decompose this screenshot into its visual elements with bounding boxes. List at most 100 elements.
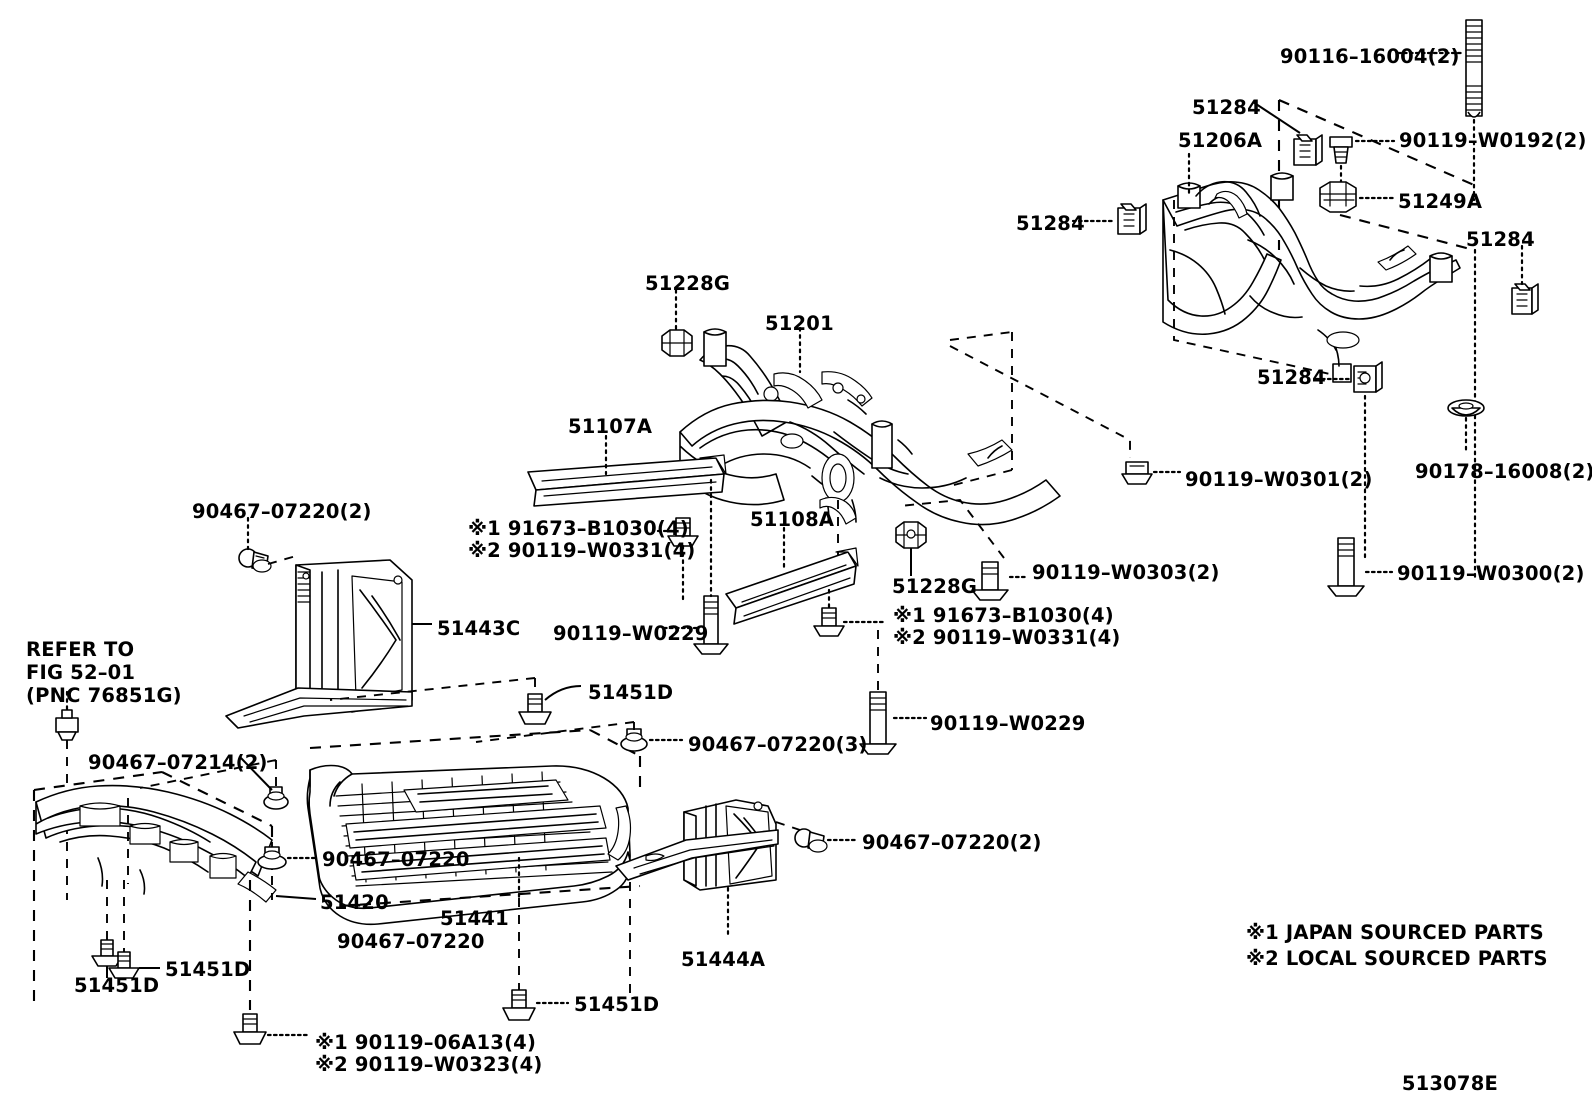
part-label-51284_c: 51284 <box>1466 228 1535 251</box>
part-label-90116_16004: 90116–16004(2) <box>1280 45 1460 68</box>
part-label-51284_d: 51284 <box>1257 366 1326 389</box>
part-label-90119_w0303: 90119–W0303(2) <box>1032 561 1220 584</box>
part-label-90467_07220_2b: 90467–07220(2) <box>862 831 1042 854</box>
part-90119-06a13-bolt <box>233 1013 267 1045</box>
part-51444a-cover <box>615 799 779 891</box>
part-label-51451d_mid: 51451D <box>165 958 251 981</box>
part-label-90467_07220_2a: 90467–07220(2) <box>192 500 372 523</box>
part-label-51451d_top: 51451D <box>588 681 674 704</box>
part-label-51284_b: 51284 <box>1016 212 1085 235</box>
part-90467-07220-clip-e <box>794 828 828 853</box>
part-90119-w0229-bolt-a <box>693 595 729 655</box>
assembly-dash-mid <box>1339 213 1475 252</box>
part-label-51443c: 51443C <box>437 617 521 640</box>
part-label-legend2: ※2 LOCAL SOURCED PARTS <box>1246 947 1548 970</box>
part-label-legend1: ※1 JAPAN SOURCED PARTS <box>1246 921 1544 944</box>
part-label-51249a: 51249A <box>1398 190 1483 213</box>
align-51451d-pair <box>106 880 125 952</box>
part-label-star_w0331_2: ※2 90119–W0331(4) <box>893 626 1121 649</box>
part-51108a-rail <box>725 547 859 625</box>
part-label-90119_w0229_b: 90119–W0229 <box>930 712 1086 735</box>
assembly-dash-left <box>1173 200 1331 375</box>
part-label-90467_07220_c: 90467–07220 <box>322 848 470 871</box>
part-label-51206a: 51206A <box>1178 129 1263 152</box>
part-51451d-bolt-c <box>518 693 552 725</box>
part-label-51228g_top: 51228G <box>645 272 731 295</box>
part-90119-w0303-bolt <box>971 561 1009 601</box>
assembly-dash-w0301 <box>949 345 1131 458</box>
part-label-90119_w0192: 90119–W0192(2) <box>1399 129 1587 152</box>
part-51420-reinforcement <box>35 784 277 903</box>
part-51451d-bolt-b <box>108 951 140 979</box>
part-label-refer3: (PNC 76851G) <box>26 684 182 707</box>
assembly-dash-w0303 <box>899 499 1005 559</box>
part-label-51444a: 51444A <box>681 948 766 971</box>
part-90119-w0229-bolt-b <box>859 691 897 755</box>
part-90178-16008-grommet <box>1447 399 1485 417</box>
dash-51444a <box>775 821 801 831</box>
part-label-refer1: REFER TO <box>26 638 135 661</box>
part-51451d-bolt-a <box>91 939 123 967</box>
part-label-90467_07220_d: 90467–07220 <box>337 930 485 953</box>
part-51451d-bolt-d <box>502 989 536 1021</box>
part-90119-w0300-bolt <box>1327 537 1365 597</box>
part-label-51451d_low: 51451D <box>74 974 160 997</box>
part-label-51108a: 51108A <box>750 508 835 531</box>
assembly-dash-51420 <box>127 798 273 900</box>
part-label-90467_07220_3: 90467–07220(3) <box>688 733 868 756</box>
part-label-51420: 51420 <box>320 891 389 914</box>
part-51284-clip-d <box>1353 361 1383 393</box>
part-90119-w0192-bolt <box>1329 136 1353 164</box>
part-label-51441: 51441 <box>440 907 509 930</box>
part-51249a-nut <box>1319 181 1357 213</box>
part-90116-16004-stud <box>1465 19 1483 118</box>
part-label-51451d_bot: 51451D <box>574 993 660 1016</box>
part-label-90119_w0300: 90119–W0300(2) <box>1397 562 1585 585</box>
part-51206a-crossmember <box>1162 172 1461 383</box>
part-91673-b1030-bolt-b <box>813 607 845 637</box>
part-label-90467_07214: 90467–07214(2) <box>88 751 268 774</box>
part-51228g-nut-top <box>661 329 693 357</box>
assembly-dash-07214 <box>139 759 277 790</box>
part-label-star_b1030_2: ※1 91673–B1030(4) <box>893 604 1114 627</box>
part-label-star_w0323: ※2 90119–W0323(4) <box>315 1053 543 1076</box>
part-label-star_b1030_1: ※1 91673–B1030(4) <box>468 517 689 540</box>
part-51201-crossmember <box>679 328 1061 526</box>
part-90119-w0301-bolt <box>1121 461 1153 485</box>
part-90467-07220-clip-d <box>620 728 648 752</box>
part-91673-b1030-bolt-a <box>667 517 699 547</box>
part-label-star_06a13: ※1 90119–06A13(4) <box>315 1031 537 1054</box>
part-51107a-rail <box>527 454 727 507</box>
assembly-dash-51443c <box>267 555 297 565</box>
leader-51451d-c <box>544 685 582 701</box>
leader-90467-07214 <box>239 756 273 791</box>
part-51284-clip-b <box>1117 203 1147 235</box>
part-refer-clip <box>55 709 79 741</box>
dash-51441-bottom <box>339 884 641 908</box>
dash-51420-box <box>32 770 274 1010</box>
part-label-90119_w0301: 90119–W0301(2) <box>1185 468 1373 491</box>
part-label-51228g_mid: 51228G <box>892 575 978 598</box>
part-label-star_w0331_1: ※2 90119–W0331(4) <box>468 539 696 562</box>
part-label-90178_16008: 90178–16008(2) <box>1415 460 1592 483</box>
part-90467-07220-clip-a <box>238 548 272 573</box>
part-51228g-nut-mid <box>895 521 927 549</box>
part-label-90119_w0229_a: 90119–W0229 <box>553 622 709 645</box>
dash-51451d-c <box>329 677 536 701</box>
part-label-51107a: 51107A <box>568 415 653 438</box>
assembly-dash-top <box>1277 99 1475 250</box>
part-51443c-cover <box>225 559 413 729</box>
part-51284-clip-c <box>1511 283 1539 315</box>
part-51284-clip-a <box>1293 134 1323 166</box>
leader-51420 <box>275 895 317 900</box>
assembly-dash-51201-right <box>949 331 1013 487</box>
dash-07220-d <box>475 721 635 743</box>
leader-51284-a <box>1252 101 1301 134</box>
part-90467-07214-clip <box>263 786 289 810</box>
part-label-refer2: FIG 52–01 <box>26 661 136 684</box>
part-90467-07220-clip-b <box>257 846 287 870</box>
part-label-51284_a: 51284 <box>1192 96 1261 119</box>
part-51441-undercover <box>306 764 632 926</box>
